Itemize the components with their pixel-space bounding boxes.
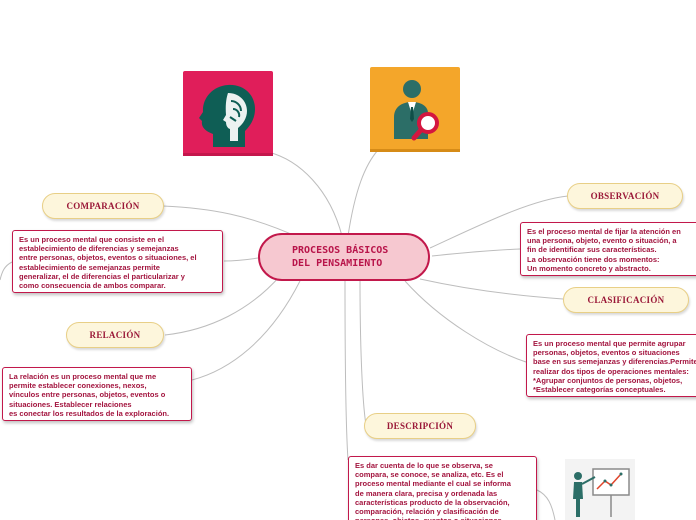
topic-observacion-label: OBSERVACIÓN [590,191,660,201]
link-descripcion [359,280,367,426]
head-silhouette-icon [183,71,273,156]
central-topic-title: PROCESOS BÁSICOS DEL PENSAMIENTO [292,245,389,269]
central-topic[interactable]: PROCESOS BÁSICOS DEL PENSAMIENTO [258,233,430,281]
link-head-image [267,151,343,237]
note-clasificacion-text: Es un proceso mental que permite agrupar… [533,339,696,395]
note-descripcion-text: Es dar cuenta de lo que se observa, se c… [355,461,511,520]
link-observacion-note [431,248,521,257]
person-magnifier-icon [370,67,460,152]
topic-relacion[interactable]: RELACIÓN [66,322,164,348]
link-inspector-image [347,149,379,237]
note-observacion[interactable]: Es el proceso mental de fijar la atenció… [520,222,696,276]
note-relacion-text: La relación es un proceso mental que me … [9,372,170,418]
link-left-edge [0,261,13,281]
topic-observacion[interactable]: OBSERVACIÓN [567,183,683,209]
note-comparacion[interactable]: Es un proceso mental que consiste en el … [12,230,223,293]
note-comparacion-text: Es un proceso mental que consiste en el … [19,235,197,291]
link-clasificacion-note [404,280,527,363]
topic-clasificacion[interactable]: CLASIFICACIÓN [563,287,689,313]
link-descripcion-note [344,280,349,461]
note-clasificacion[interactable]: Es un proceso mental que permite agrupar… [526,334,696,397]
link-observacion [429,195,569,249]
note-observacion-text: Es el proceso mental de fijar la atenció… [527,227,681,273]
presenter-image-tile [565,459,635,520]
topic-clasificacion-label: CLASIFICACIÓN [587,295,665,305]
topic-descripcion[interactable]: DESCRIPCIÓN [364,413,476,439]
note-relacion[interactable]: La relación es un proceso mental que me … [2,367,192,421]
topic-comparacion[interactable]: COMPARACIÓN [42,193,164,219]
head-image-tile [183,71,273,156]
topic-relacion-label: RELACIÓN [89,330,141,340]
link-clasificacion [419,278,564,300]
link-comparacion [162,205,301,239]
topic-descripcion-label: DESCRIPCIÓN [386,421,454,431]
inspector-image-tile [370,67,460,152]
presenter-whiteboard-icon [565,459,635,520]
link-relacion [164,275,281,336]
link-presenter [536,489,556,520]
link-relacion-note [191,280,301,381]
topic-comparacion-label: COMPARACIÓN [66,201,140,211]
note-descripcion[interactable]: Es dar cuenta de lo que se observa, se c… [348,456,537,520]
link-comparacion-note [223,257,259,262]
